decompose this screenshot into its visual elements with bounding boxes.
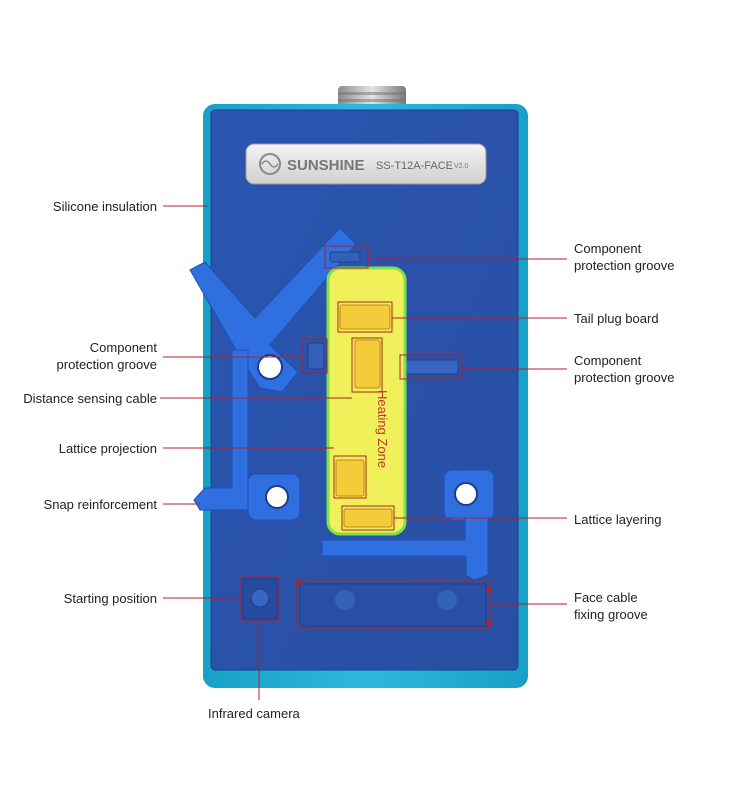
left-clamp-lower-hole: [265, 485, 289, 509]
label-component-protection-groove-top-text: Component protection groove: [574, 241, 675, 273]
label-face-cable-fixing-groove: Face cable fixing groove: [574, 589, 648, 623]
label-component-protection-groove-left: Component protection groove: [57, 339, 157, 373]
heating-zone-components: [335, 304, 393, 528]
label-snap-reinforcement: Snap reinforcement: [43, 497, 157, 512]
label-distance-sensing-cable: Distance sensing cable: [23, 391, 157, 406]
model-number: SS-T12A-FACE: [376, 160, 453, 172]
label-lattice-projection: Lattice projection: [58, 441, 157, 456]
brand-name: SUNSHINE: [287, 157, 365, 174]
label-tail-plug-board: Tail plug board: [574, 311, 659, 326]
left-side-groove: [307, 342, 325, 370]
label-component-protection-groove-right: Component protection groove: [574, 352, 674, 386]
top-groove: [329, 251, 361, 263]
label-component-protection-groove-left-text: Component protection groove: [56, 340, 157, 372]
label-starting-position: Starting position: [63, 591, 157, 606]
sunshine-logo-icon: [259, 153, 281, 175]
right-clamp-screw-hole: [454, 482, 478, 506]
label-component-protection-groove-right-text: Component protection groove: [574, 353, 675, 385]
label-face-cable-fixing-groove-text: Face cable fixing groove: [574, 590, 648, 622]
left-clamp-screw-hole: [257, 354, 283, 380]
infrared-camera-window: [242, 578, 278, 620]
right-side-groove: [405, 359, 459, 375]
infrared-camera-lens-icon: [250, 588, 270, 608]
label-component-protection-groove-top: Component protection groove: [574, 240, 674, 274]
version-label: V2.0: [454, 163, 469, 170]
label-infrared-camera: Infrared camera: [208, 706, 300, 721]
left-clamp: [189, 227, 357, 521]
label-lattice-layering: Lattice layering: [574, 512, 662, 527]
label-silicone-insulation: Silicone insulation: [52, 199, 157, 214]
heating-zone-label: Heating Zone: [375, 390, 390, 468]
callout-lines: [160, 205, 567, 700]
brand-badge: SUNSHINE SS-T12A-FACE V2.0: [245, 143, 487, 185]
face-cable-groove: [295, 580, 492, 627]
